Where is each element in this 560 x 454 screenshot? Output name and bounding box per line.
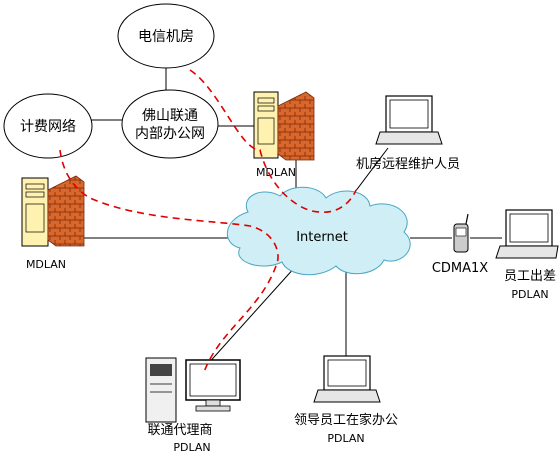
laptop-travel: 员工出差 PDLAN — [495, 209, 559, 301]
laptop-remote: 机房远程维护人员 — [356, 95, 460, 172]
telecom-room-label: 电信机房 — [138, 29, 194, 45]
telecom-room-node: 电信机房 — [117, 3, 215, 69]
staff-travel-label: 员工出差 — [504, 269, 556, 284]
vpn-tunnels — [59, 69, 357, 373]
firewall-top: MDLAN — [253, 91, 315, 179]
cdma-label: CDMA1X — [432, 261, 488, 276]
firewall-left: MDLAN — [21, 175, 85, 271]
internet-cloud: Internet — [226, 186, 411, 276]
billing-network-node: 计费网络 — [3, 93, 93, 159]
firewall-left-label: MDLAN — [26, 258, 66, 271]
billing-network-label: 计费网络 — [20, 119, 76, 135]
laptop-icon — [375, 131, 443, 145]
laptop-icon — [313, 389, 381, 403]
laptop-leader: 领导员工在家办公 PDLAN — [294, 355, 398, 445]
internet-label: Internet — [296, 230, 348, 245]
laptop-icon — [495, 245, 559, 259]
leader-home-label: 领导员工在家办公 — [294, 412, 398, 428]
foshan-unicom-label-1: 佛山联通 — [142, 108, 198, 124]
foshan-unicom-label-2: 内部办公网 — [135, 126, 205, 142]
brick-wall-icon — [277, 91, 315, 161]
brick-wall-icon — [47, 175, 85, 247]
unicom-agent-label: 联通代理商 — [147, 423, 212, 438]
remote-maintenance-label: 机房远程维护人员 — [356, 156, 460, 172]
tunnel-top — [189, 69, 357, 213]
unicom-agent: 联通代理商 PDLAN — [145, 357, 241, 454]
cdma-phone: CDMA1X — [432, 213, 488, 276]
unicom-agent-sub-label: PDLAN — [173, 441, 210, 454]
leader-home-sub-label: PDLAN — [327, 432, 364, 445]
firewall-top-label: MDLAN — [256, 166, 296, 179]
foshan-unicom-node: 佛山联通 内部办公网 — [121, 89, 219, 159]
tunnel-left — [59, 149, 279, 373]
staff-travel-sub-label: PDLAN — [511, 288, 548, 301]
link-internet-agent — [205, 265, 297, 367]
